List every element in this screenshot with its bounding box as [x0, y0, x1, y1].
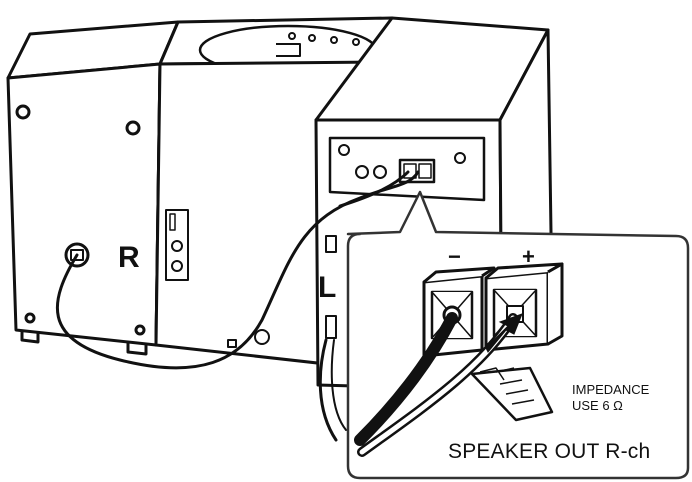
minus-sign: − [448, 244, 461, 269]
plus-sign: + [522, 244, 535, 269]
impedance-value: USE 6 Ω [572, 398, 623, 413]
insert-arrow [485, 313, 523, 353]
speaker-cable [55, 170, 420, 442]
impedance-label: IMPEDANCE [572, 382, 650, 397]
speaker-out-caption: SPEAKER OUT R-ch [448, 440, 650, 463]
left-speaker-label: L [318, 271, 336, 304]
right-speaker [6, 20, 180, 356]
right-speaker-label: R [118, 241, 140, 274]
